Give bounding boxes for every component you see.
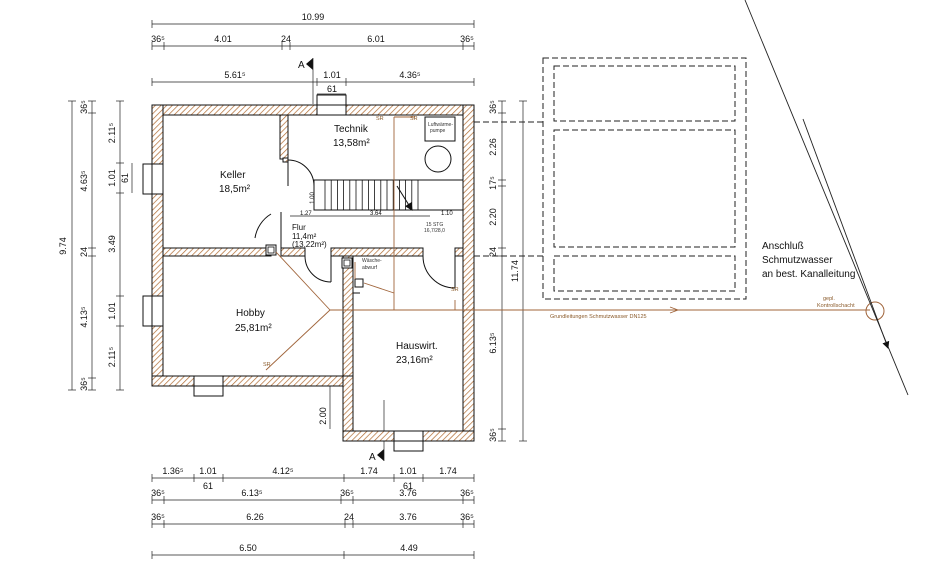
sr-label-1: SR — [376, 116, 384, 122]
section-marker-top: A — [298, 58, 314, 104]
doors — [254, 159, 456, 294]
dim-right-5: 6.13⁵ — [488, 332, 498, 354]
room-flur-area: 11,4m² — [292, 232, 317, 241]
stair-info-2: 16,7/28,0 — [424, 228, 445, 234]
dim-right-total: 11.74 — [510, 260, 520, 282]
connection-note: Anschluß Schmutzwasser an best. Kanallei… — [762, 241, 855, 280]
dim-bot-r2-1: 6.13⁵ — [241, 488, 263, 498]
room-labels: Keller 18,5m² Technik 13,58m² Flur 11,4m… — [219, 124, 438, 366]
stair-height: 1.00 — [310, 192, 316, 204]
stair-dim-1: 3.64 — [370, 211, 382, 217]
dim-left-total: 9.74 — [58, 237, 68, 255]
dim-top-r1-4: 36⁵ — [460, 34, 474, 44]
dim-left-c1-1: 4.63⁵ — [79, 170, 89, 192]
section-a-top: A — [298, 60, 305, 71]
kontroll-label-2: Kontrollschacht — [817, 303, 855, 309]
dim-bot-r4-0: 6.50 — [239, 543, 257, 553]
dim-bot-61-b: 61 — [403, 481, 413, 491]
staircase: 1.27 3.64 1.10 1.00 15 STG 16,7/28,0 — [290, 179, 464, 234]
anschluss-line-1: Anschluß — [762, 241, 804, 252]
plot-boundary-line — [744, 0, 909, 396]
right-dimensions: 36⁵ 2.26 17⁵ 2.20 24 6.13⁵ 36⁵ 11.74 — [488, 100, 527, 442]
dim-bottom-left-200: 2.00 — [318, 407, 328, 425]
dim-bot-r3-2: 24 — [344, 512, 354, 522]
dim-right-0: 36⁵ — [488, 100, 498, 114]
dim-bot-r4-1: 4.49 — [400, 543, 418, 553]
dim-left-c2-2: 3.49 — [107, 235, 117, 253]
bottom-dimensions: 1.36⁵ 1.01 4.12⁵ 1.74 1.01 1.74 61 61 36… — [151, 383, 475, 559]
dim-left-c2-0: 2.11⁵ — [107, 122, 117, 143]
dim-left-61: 61 — [120, 173, 130, 183]
section-a-bottom: A — [369, 452, 376, 463]
dim-left-c2-1: 1.01 — [107, 169, 117, 187]
waesche-label-1: Wäsche- — [362, 258, 382, 264]
dim-bot-r3-4: 36⁵ — [460, 512, 474, 522]
dim-bot-r2-0: 36⁵ — [151, 488, 165, 498]
dim-top-r2-0: 5.61⁵ — [224, 70, 246, 80]
dim-right-3: 2.20 — [488, 208, 498, 226]
dim-bot-r2-3: 3.76 — [399, 488, 417, 498]
dim-right-6: 36⁵ — [488, 428, 498, 442]
anschluss-line-3: an best. Kanalleitung — [762, 269, 855, 280]
luftwaerme-label-1: Luftwärme- — [428, 122, 453, 128]
dim-right-4: 24 — [488, 247, 498, 257]
dim-bot-r1-5: 1.74 — [439, 466, 457, 476]
room-keller-area: 18,5m² — [219, 184, 251, 195]
dim-left-c2-3: 1.01 — [107, 302, 117, 320]
stair-info-1: 15 STG — [426, 222, 443, 228]
dim-bot-61-a: 61 — [203, 481, 213, 491]
stair-dim-0: 1.27 — [300, 211, 312, 217]
top-dimensions: 10.99 36⁵ 4.01 24 6.01 36⁵ 5.61⁵ 1.01 4.… — [151, 12, 475, 95]
dim-top-r2-2: 4.36⁵ — [399, 70, 421, 80]
drain-pipes: Grundleitungen Schmutzwasser DN125 SR SR… — [263, 116, 885, 371]
dim-bot-r3-0: 36⁵ — [151, 512, 165, 522]
building-walls — [142, 94, 475, 452]
stair-dim-2: 1.10 — [441, 211, 453, 217]
dim-top-r2-1: 1.01 — [323, 70, 341, 80]
dim-bot-r1-0: 1.36⁵ — [162, 466, 184, 476]
dim-right-1: 2.26 — [488, 138, 498, 156]
room-flur-area2: (13,22m²) — [292, 240, 327, 249]
room-hobby-name: Hobby — [236, 308, 265, 319]
dim-left-c1-3: 4.13⁵ — [79, 306, 89, 328]
dim-top-r1-3: 6.01 — [367, 34, 385, 44]
dim-left-c1-4: 36⁵ — [79, 377, 89, 391]
dim-bot-r2-4: 36⁵ — [460, 488, 474, 498]
room-flur-name: Flur — [292, 223, 306, 232]
dim-top-r1-2: 24 — [281, 34, 291, 44]
sr-label-2: SR — [410, 116, 418, 122]
dim-bot-r3-3: 3.76 — [399, 512, 417, 522]
room-technik-name: Technik — [334, 124, 369, 135]
room-hobby-area: 25,81m² — [235, 323, 272, 334]
luftwaerme-label-2: pumpe — [430, 128, 446, 134]
anschluss-line-2: Schmutzwasser — [762, 255, 833, 266]
dim-top-61: 61 — [327, 84, 337, 94]
room-keller-name: Keller — [220, 170, 246, 181]
dim-top-r1-0: 36⁵ — [151, 34, 165, 44]
dim-bot-r1-3: 1.74 — [360, 466, 378, 476]
room-hauswirt-name: Hauswirt. — [396, 341, 438, 352]
dim-right-2: 17⁵ — [488, 176, 498, 190]
technik-equipment: Luftwärme- pumpe Wäsche- abwurf — [265, 116, 456, 288]
waesche-label-2: abwurf — [362, 265, 378, 271]
dim-left-c1-2: 24 — [79, 247, 89, 257]
sr-label-3: SR — [263, 362, 271, 368]
room-technik-area: 13,58m² — [333, 138, 370, 149]
kontroll-label-1: gepl. — [823, 296, 835, 302]
dim-bot-r1-1: 1.01 — [199, 466, 217, 476]
dim-top-r1-1: 4.01 — [214, 34, 232, 44]
adjacent-structure-dashed — [474, 57, 747, 300]
room-hauswirt-area: 23,16m² — [396, 355, 433, 366]
dim-bot-r2-2: 36⁵ — [340, 488, 354, 498]
dim-top-total: 10.99 — [302, 12, 325, 22]
dim-left-c1-0: 36⁵ — [79, 100, 89, 114]
sr-label-4: SR — [451, 287, 459, 293]
dim-bot-r1-2: 4.12⁵ — [272, 466, 294, 476]
dim-bot-r1-4: 1.01 — [399, 466, 417, 476]
dim-left-c2-4: 2.11⁵ — [107, 346, 117, 367]
pipe-label: Grundleitungen Schmutzwasser DN125 — [550, 314, 647, 320]
left-dimensions: 9.74 36⁵ 4.63⁵ 24 4.13⁵ 36⁵ 2.11⁵ 1.01 3… — [58, 100, 133, 391]
dim-bot-r3-1: 6.26 — [246, 512, 264, 522]
